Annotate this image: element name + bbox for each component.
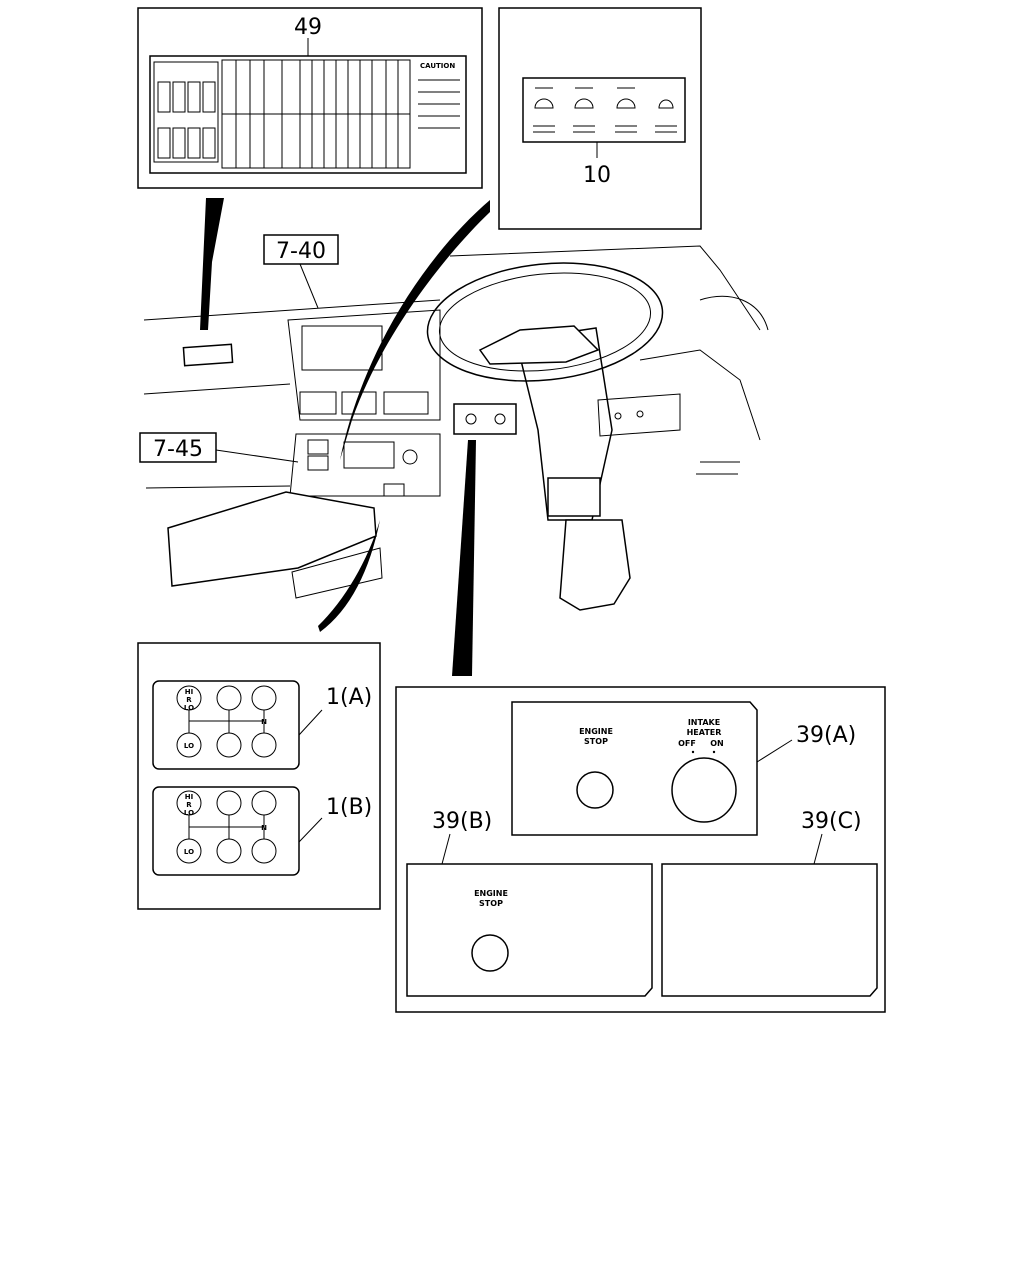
callout-7-45: 7-45 (153, 437, 203, 462)
callout-49: 49 (294, 15, 322, 40)
svg-text:INTAKE: INTAKE (688, 718, 720, 727)
svg-text:ENGINE: ENGINE (579, 727, 613, 736)
callout-7-40: 7-40 (276, 239, 326, 264)
svg-text:HI: HI (185, 688, 193, 696)
leader-10 (340, 200, 490, 460)
engine-stop-knob-b (471, 934, 509, 972)
label-10-box: 10 (498, 7, 702, 230)
panel-39b (406, 863, 653, 997)
warning-light-plate (522, 77, 686, 143)
svg-text:ENGINE: ENGINE (474, 889, 508, 898)
panel-39c (661, 863, 878, 997)
dashboard-illustration: 7-40 7-45 (139, 234, 769, 611)
callout-10: 10 (583, 163, 611, 188)
svg-text:R: R (186, 801, 192, 809)
panel-39a (511, 701, 758, 836)
svg-text:LO: LO (184, 809, 194, 817)
intake-heater-knob (671, 757, 737, 823)
svg-text:R: R (186, 696, 192, 704)
svg-text:LO: LO (184, 742, 194, 750)
svg-text:LO: LO (184, 848, 194, 856)
leader-1 (318, 520, 380, 632)
svg-text:HEATER: HEATER (687, 728, 722, 737)
svg-text:STOP: STOP (479, 899, 503, 908)
callout-1a: 1(A) (326, 685, 372, 710)
leader-49 (200, 198, 224, 330)
callout-39c: 39(C) (801, 809, 862, 834)
callout-39b: 39(B) (432, 809, 492, 834)
shift-plate-1b (152, 786, 300, 876)
svg-text:N: N (261, 824, 267, 832)
svg-text:STOP: STOP (584, 737, 608, 746)
svg-text:OFF: OFF (678, 739, 696, 748)
callout-39a: 39(A) (796, 723, 856, 748)
caution-text: CAUTION (420, 62, 455, 70)
leader-39 (452, 440, 476, 676)
shift-pattern-box: HI R LO LO N 1(A) HI R LO LO N 1(B) (137, 642, 381, 910)
switch-panel-box: ENGINE STOP INTAKE HEATER OFF ON 39(A) 3… (395, 686, 886, 1013)
svg-text:LO: LO (184, 704, 194, 712)
shift-plate-1a (152, 680, 300, 770)
label-49-box: 49 CAUTION (137, 7, 483, 189)
engine-stop-knob-a (576, 771, 614, 809)
callout-1b: 1(B) (326, 795, 372, 820)
svg-text:N: N (261, 718, 267, 726)
svg-text:ON: ON (710, 739, 724, 748)
fuse-label-plate (149, 55, 467, 174)
indicator-icons (533, 87, 677, 133)
svg-text:HI: HI (185, 793, 193, 801)
